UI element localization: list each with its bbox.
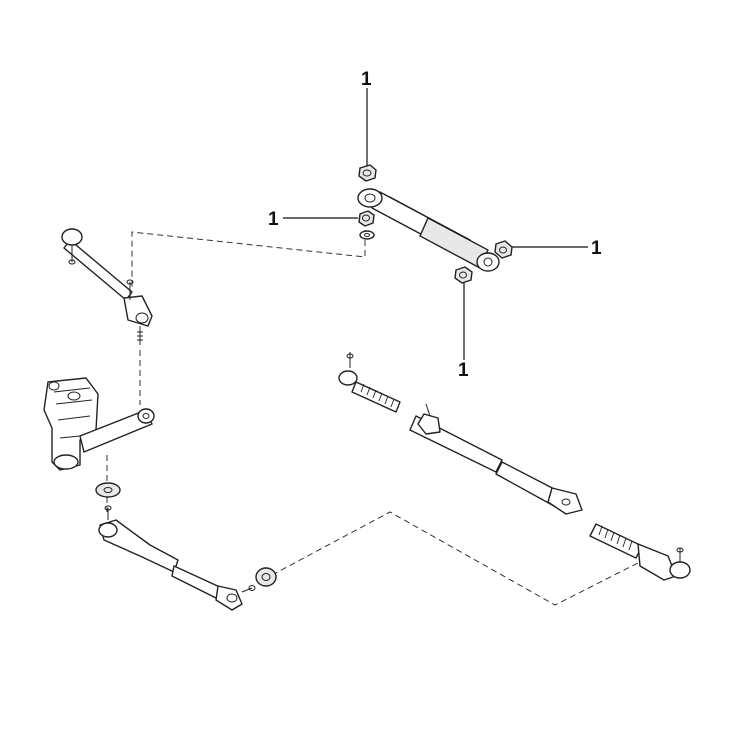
damper-nut-bottom bbox=[454, 266, 473, 284]
steering-damper bbox=[357, 188, 500, 272]
tie-rod-right bbox=[589, 523, 691, 581]
callout-nut-bottom: 1 bbox=[458, 360, 469, 381]
callout-nut-top: 1 bbox=[361, 69, 372, 90]
damper-end-eye-left bbox=[357, 188, 383, 208]
assembly-guide-lines bbox=[106, 230, 641, 606]
guide-line-relay-rod bbox=[271, 511, 641, 606]
callout-labels: 1 1 1 1 bbox=[268, 69, 602, 381]
pitman-arm bbox=[79, 409, 153, 453]
tie-rod-left-rod bbox=[171, 565, 223, 601]
idler-arm-bracket bbox=[123, 295, 153, 327]
callout-nut-right: 1 bbox=[591, 238, 602, 259]
steering-gearbox bbox=[43, 377, 155, 471]
callout-leaders bbox=[283, 88, 588, 360]
guide-line-idler-to-damper bbox=[131, 230, 366, 290]
relay-rod-threaded-end bbox=[351, 381, 401, 413]
relay-rod-ball-joint bbox=[338, 370, 358, 386]
tie-rod-right-ball-joint bbox=[669, 561, 691, 579]
gearbox-washer bbox=[95, 482, 121, 498]
tie-rod-left-outer-end bbox=[215, 585, 243, 611]
relay-rod-inner-clamp bbox=[417, 413, 441, 435]
damper-washer bbox=[359, 230, 375, 240]
damper-nut-top bbox=[358, 164, 377, 182]
idler-arm-link bbox=[63, 239, 133, 301]
tie-rod-right-threaded-end bbox=[589, 523, 643, 559]
damper-end-eye-right bbox=[476, 252, 500, 272]
relay-rod-clamp bbox=[547, 487, 583, 515]
tie-rod-left-end bbox=[99, 519, 179, 573]
relay-rod bbox=[338, 352, 583, 515]
idler-arm bbox=[61, 228, 153, 345]
callout-nut-washer: 1 bbox=[268, 209, 279, 230]
tie-rod-left-adjuster bbox=[255, 567, 277, 587]
gearbox-output-shaft bbox=[53, 454, 79, 470]
pitman-arm-ball-stud bbox=[137, 408, 155, 424]
tie-rod-right-housing bbox=[637, 543, 677, 581]
damper-nut-washer bbox=[358, 210, 375, 240]
idler-arm-ball-joint bbox=[61, 228, 83, 246]
damper-nut-right bbox=[494, 240, 513, 259]
tie-rod-left bbox=[98, 505, 256, 611]
